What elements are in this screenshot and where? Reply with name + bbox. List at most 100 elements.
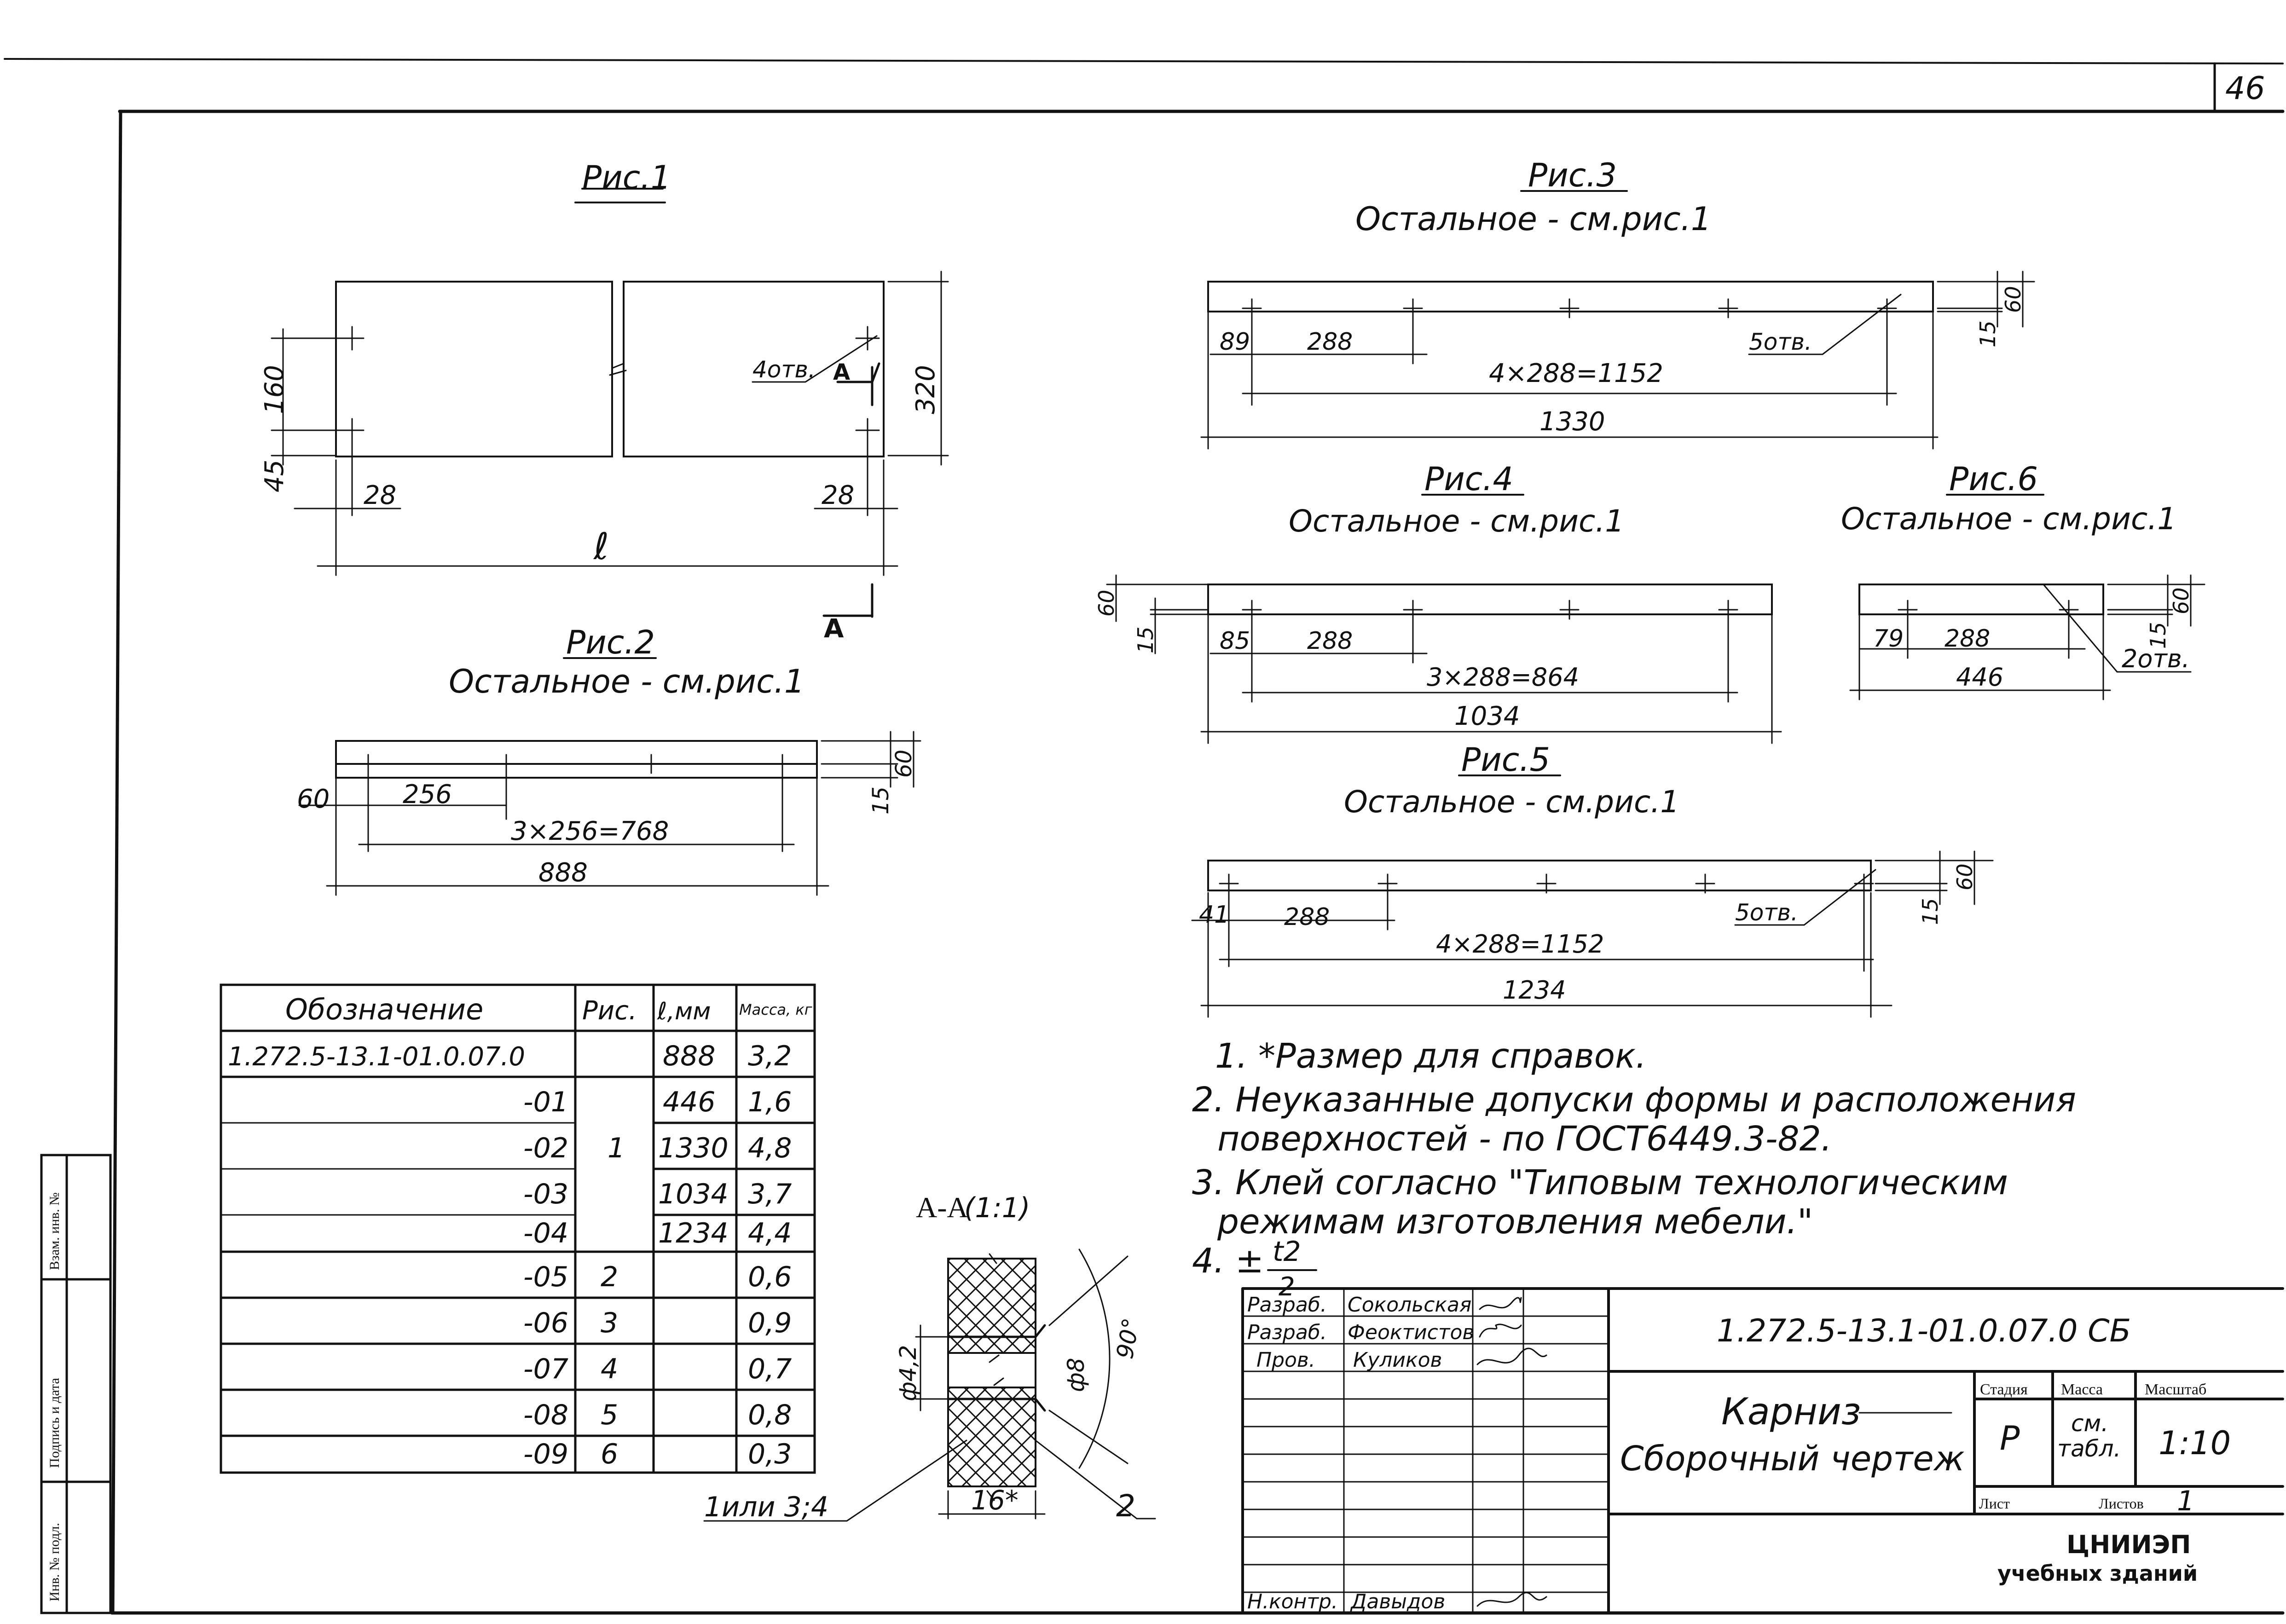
fig3-dim-total: 1330: [1539, 407, 1605, 437]
spec-row-mass: 0,3: [748, 1438, 792, 1470]
spec-row-mass: 0,9: [748, 1307, 792, 1339]
fig4-dim-15: 15: [1133, 626, 1158, 653]
title-block-people: Разраб. Разраб. Пров. Н.контр. Сокольска…: [1247, 1293, 1474, 1613]
notes: 1. *Размер для справок. 2. Неуказанные д…: [1192, 1036, 2076, 1302]
fig5-dim-288: 288: [1284, 903, 1330, 931]
spec-row-fig: 1: [608, 1132, 625, 1164]
fig3-dim-pitch: 4×288=1152: [1489, 358, 1663, 388]
spec-row-designation: -09: [523, 1438, 568, 1470]
fig2-dim-total: 888: [538, 858, 588, 888]
fig3-holes-note: 5отв.: [1749, 329, 1812, 355]
fig6-subtitle: Остальное - см.рис.1: [1841, 501, 2176, 537]
tb-stage-header: Стадия: [1980, 1381, 2028, 1398]
spec-row-length: 1330: [658, 1132, 729, 1164]
spec-row-length: 1234: [658, 1217, 729, 1249]
spec-table-grid: [220, 983, 816, 1474]
fig1-drawing: [271, 188, 949, 618]
tb-name-line2: Сборочный чертеж: [1620, 1439, 1965, 1479]
spec-row-designation: -04: [523, 1217, 568, 1249]
fig4-dim-60: 60: [1094, 589, 1119, 617]
fig6-drawing: [1849, 494, 2205, 700]
tb-mass-value-2: табл.: [2057, 1435, 2121, 1462]
fig3-drawing: [1200, 190, 2035, 450]
note-2b: поверхностей - по ГОСТ6449.3-82.: [1217, 1119, 1832, 1159]
section-dim-angle: 90°: [1111, 1316, 1145, 1361]
tb-document-code: 1.272.5-13.1-01.0.07.0 СБ: [1717, 1313, 2131, 1349]
fig1-dim-320: 320: [911, 365, 941, 414]
fig2-dim-60-left: 60: [297, 784, 330, 814]
fig6-dim-79: 79: [1873, 625, 1904, 653]
spec-row-designation: -05: [523, 1261, 568, 1293]
spec-row-fig: 6: [601, 1438, 618, 1470]
fig1-dim-28-left: 28: [364, 480, 396, 510]
title-block-grid: [1241, 1287, 2284, 1614]
fig6-dim-total: 446: [1956, 663, 2003, 692]
fig5-dim-15: 15: [1918, 898, 1943, 925]
fig1-dim-45: 45: [260, 460, 289, 492]
fig3-dim-288: 288: [1307, 328, 1353, 356]
spec-row-designation: 1.272.5-13.1-01.0.07.0: [228, 1042, 525, 1072]
fig1-holes-note: 4отв.: [752, 356, 816, 383]
spec-row-designation: -06: [523, 1307, 568, 1339]
fig5-dim-pitch: 4×288=1152: [1436, 930, 1604, 959]
spec-row-fig: 4: [601, 1353, 618, 1385]
spec-row-mass: 0,6: [748, 1261, 792, 1293]
spec-row-mass: 3,2: [748, 1040, 792, 1072]
fig5-holes-note: 5отв.: [1735, 899, 1798, 926]
fig5-title: Рис.5: [1461, 741, 1550, 779]
spec-row-mass: 1,6: [748, 1086, 792, 1118]
tb-role: Пров.: [1256, 1348, 1315, 1372]
fig1-dim-28-right: 28: [822, 480, 854, 510]
fig1-section-mark-bottom: А: [824, 614, 844, 644]
tb-role: Н.контр.: [1247, 1590, 1338, 1613]
fig3-dim-15: 15: [1975, 320, 2000, 347]
spec-header-fig: Рис.: [582, 996, 637, 1026]
fig5-dim-total: 1234: [1503, 976, 1566, 1005]
tb-org-line2: учебных зданий: [1997, 1561, 2198, 1586]
tb-role: Разраб.: [1247, 1321, 1327, 1344]
fig6-dim-15: 15: [2146, 622, 2170, 649]
tb-scale-header: Масштаб: [2145, 1381, 2206, 1398]
spec-row-designation: -03: [523, 1178, 568, 1210]
note-4-den: 2: [1279, 1272, 1295, 1302]
fig2-drawing: [298, 657, 921, 896]
tb-role: Разраб.: [1247, 1293, 1327, 1317]
fig6-holes-note: 2отв.: [2122, 644, 2190, 673]
fig4-title: Рис.4: [1424, 460, 1513, 498]
fig2-dim-256: 256: [403, 780, 452, 809]
fig4-subtitle: Остальное - см.рис.1: [1289, 503, 1624, 539]
spec-row-fig: 2: [601, 1261, 618, 1293]
fig4-drawing: [1106, 494, 1782, 744]
spec-row-length: 1034: [658, 1178, 729, 1210]
sheet-number: 46: [2225, 70, 2265, 107]
fig1-dim-l: ℓ: [593, 525, 609, 568]
section-leader-2: 2: [1116, 1488, 1135, 1524]
note-3b: режимам изготовления мебели.": [1217, 1202, 1813, 1242]
tb-name: Феоктистов: [1348, 1321, 1474, 1344]
fig4-dim-pitch: 3×288=864: [1427, 663, 1579, 692]
side-stamp-inv-no: Инв. № подл.: [47, 1523, 62, 1601]
note-1: 1. *Размер для справок.: [1215, 1036, 1646, 1076]
section-dim-d42: ф4,2: [895, 1345, 921, 1401]
tb-mass-value-1: см.: [2071, 1410, 2108, 1437]
spec-row-length: 888: [663, 1040, 716, 1072]
side-stamp: [40, 1154, 112, 1614]
fig1-dim-160: 160: [260, 365, 289, 414]
spec-header-designation: Обозначение: [285, 993, 483, 1026]
section-drawing: [703, 1248, 1156, 1522]
fig4-dim-85: 85: [1220, 627, 1250, 655]
fig3-title: Рис.3: [1528, 156, 1617, 194]
sheet-frame: [4, 58, 2285, 1615]
tb-stage-value: Р: [2000, 1419, 2020, 1457]
spec-row-fig: 3: [601, 1307, 618, 1339]
fig4-dim-total: 1034: [1454, 701, 1520, 731]
spec-row-designation: -08: [523, 1399, 568, 1431]
note-3a: 3. Клей согласно "Типовым технологически…: [1192, 1163, 2008, 1202]
note-4-prefix: 4. ±: [1192, 1241, 1264, 1281]
tb-name: Сокольская: [1348, 1293, 1471, 1317]
fig1-title: Рис.1: [582, 159, 671, 196]
title-block-signatures: [1476, 1297, 1547, 1607]
fig2-subtitle: Остальное - см.рис.1: [449, 663, 804, 700]
spec-row-designation: -07: [523, 1353, 568, 1385]
